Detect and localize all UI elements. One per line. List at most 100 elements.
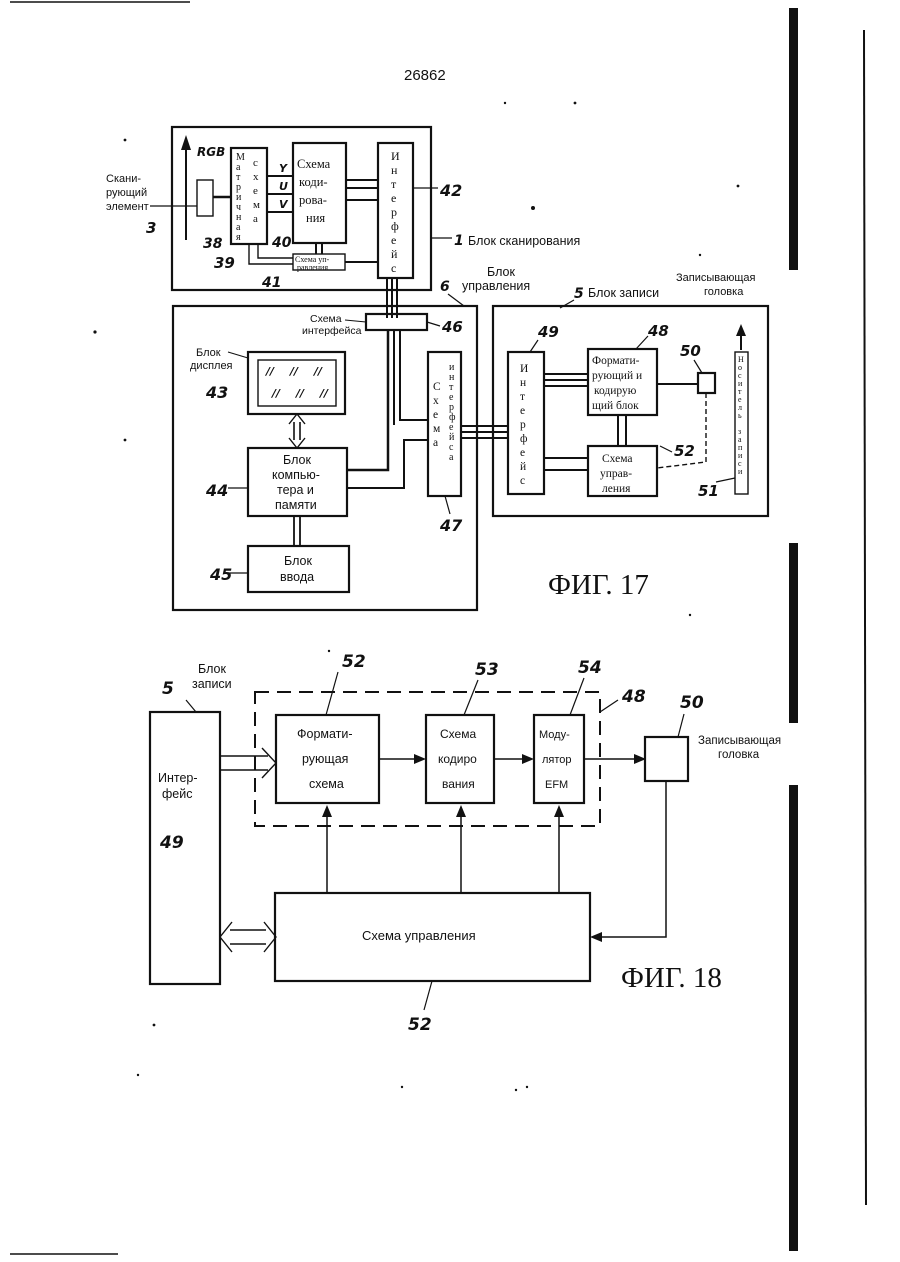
ref-num-41: 41	[261, 275, 281, 291]
margin-bar-2	[789, 543, 798, 723]
arrow-control-modulator-icon	[554, 805, 564, 817]
leader-display	[228, 352, 248, 358]
arrow-down-icon	[289, 438, 305, 448]
ref-num-52-top: 52	[342, 652, 366, 672]
ref-num-38: 38	[203, 236, 223, 252]
ref-num-50-fig18: 50	[680, 693, 704, 713]
leader-53	[464, 680, 478, 715]
record-block-label-fig18: Блок записи	[192, 662, 232, 691]
scan-element-label: Скани- рующий элемент	[106, 173, 150, 213]
scan-interface-label: И н т е р ф е й с	[391, 149, 403, 275]
leader-50-fig18	[678, 714, 684, 737]
formatting-coding-48-label: Формати- рующий и кодирую щий блок	[592, 355, 645, 412]
wire-computer-iface46	[347, 330, 388, 470]
efm-modulator-label: Моду- лятор EFM	[539, 729, 575, 791]
leader-48-fig18	[600, 700, 618, 712]
ref-num-40: 40	[271, 235, 292, 251]
leader-54	[570, 678, 584, 715]
matrix-label: М а т р и ч н а я	[236, 152, 247, 243]
leader-49-fig17	[530, 340, 538, 352]
ref-num-39: 39	[214, 254, 235, 272]
iface-scheme-46-label: Схема интерфейса	[302, 313, 362, 337]
page-number: 26862	[404, 67, 446, 84]
input-block-label: Блок ввода	[280, 554, 315, 584]
rec-head-50-box	[698, 373, 715, 393]
margin-bar-1	[789, 8, 798, 270]
formatting-scheme-label: Формати- рующая схема	[297, 727, 356, 791]
ref-num-43: 43	[205, 383, 228, 402]
scan-block-label: Блок сканирования	[468, 234, 580, 248]
leader-47	[445, 496, 450, 514]
computer-memory-label: Блок компью- тера и памяти	[272, 453, 323, 512]
leader-50-fig17	[694, 360, 702, 373]
ref-num-3: 3	[146, 219, 156, 237]
carrier-arrow-up-icon	[736, 324, 746, 336]
leader-46	[427, 322, 440, 326]
display-marks: // // // // // //	[264, 365, 329, 400]
leader-48-fig17	[636, 336, 648, 349]
fig17-title: ФИГ. 17	[548, 569, 649, 601]
arrow-head-control-icon	[590, 932, 602, 942]
leader-6	[448, 294, 464, 306]
wire-head-control	[600, 781, 666, 937]
leader-5-fig18	[186, 700, 196, 712]
ref-num-54: 54	[578, 658, 602, 678]
ref-num-51: 51	[698, 482, 719, 500]
iface-scheme-47-label2: и н т е р ф е й с а	[449, 362, 458, 463]
matrix-schema-label: с х е м а	[253, 157, 263, 225]
iface-scheme-47-label: С х е м а	[433, 381, 444, 449]
leader-52-fig17	[660, 446, 672, 452]
rec-head-18-box	[645, 737, 688, 781]
display-block-outer	[248, 352, 345, 414]
scan-arrow-icon	[181, 135, 191, 150]
rec-head-label-fig17: Записывающая головка	[676, 272, 759, 298]
ref-num-49-fig17: 49	[537, 323, 559, 341]
right-margin-line	[864, 30, 866, 1205]
ref-num-48-fig18: 48	[621, 687, 646, 707]
arrow-format-coding-icon	[414, 754, 426, 764]
rec-head-18-label: Записывающая головка	[698, 735, 784, 761]
ref-num-48-fig17: 48	[647, 322, 669, 340]
ref-num-5-fig17: 5	[574, 286, 584, 302]
fig18-title: ФИГ. 18	[621, 962, 722, 994]
small-control-label: Схема уп- равления	[295, 255, 331, 272]
scan-element-box	[197, 180, 213, 216]
ref-num-47: 47	[439, 516, 463, 535]
ref-num-50-fig17: 50	[680, 342, 701, 360]
ref-num-49-fig18: 49	[159, 833, 184, 853]
ref-num-42: 42	[439, 181, 462, 200]
arrow-up-icon	[289, 414, 305, 424]
control-block-label: Блок управления	[462, 265, 530, 293]
ref-num-44: 44	[205, 481, 228, 500]
wire-iface46-iface47	[400, 330, 428, 420]
arrow-control-coding-icon	[456, 805, 466, 817]
ref-num-6: 6	[440, 279, 450, 295]
ref-num-46: 46	[441, 318, 463, 336]
ref-num-45: 45	[209, 565, 232, 584]
arrow-coding-modulator-icon	[522, 754, 534, 764]
record-interface-49-label: И н т е р ф е й с	[520, 363, 531, 487]
input-block-box	[248, 546, 349, 592]
leader-46-label	[345, 320, 366, 322]
ref-num-52-bottom: 52	[408, 1015, 432, 1035]
arrow-control-format-icon	[322, 805, 332, 817]
record-block-label: Блок записи	[588, 286, 659, 300]
ref-num-53: 53	[475, 660, 499, 680]
display-block-label: Блок дисплея	[190, 347, 233, 372]
control-scheme-18-label: Схема управления	[362, 928, 476, 943]
yuv-labels: Y U V	[279, 162, 292, 211]
ref-num-5-fig18: 5	[162, 679, 174, 699]
margin-bar-3	[789, 785, 798, 1251]
record-control-52-label: Схема управ- ления	[600, 453, 635, 495]
ref-num-52-fig17: 52	[674, 442, 695, 460]
coding-scheme-18-label: Схема кодиро вания	[438, 727, 480, 791]
bus-arrow-right-icon	[262, 748, 276, 778]
record-interface-label: Интер- фейс	[158, 771, 201, 801]
ref-num-1: 1	[454, 233, 464, 249]
coding-scheme-label: Схема коди- рова- ния	[297, 157, 333, 225]
leader-52-top	[326, 672, 338, 715]
rgb-label: RGB	[197, 145, 225, 159]
leader-52-bottom	[424, 981, 432, 1010]
